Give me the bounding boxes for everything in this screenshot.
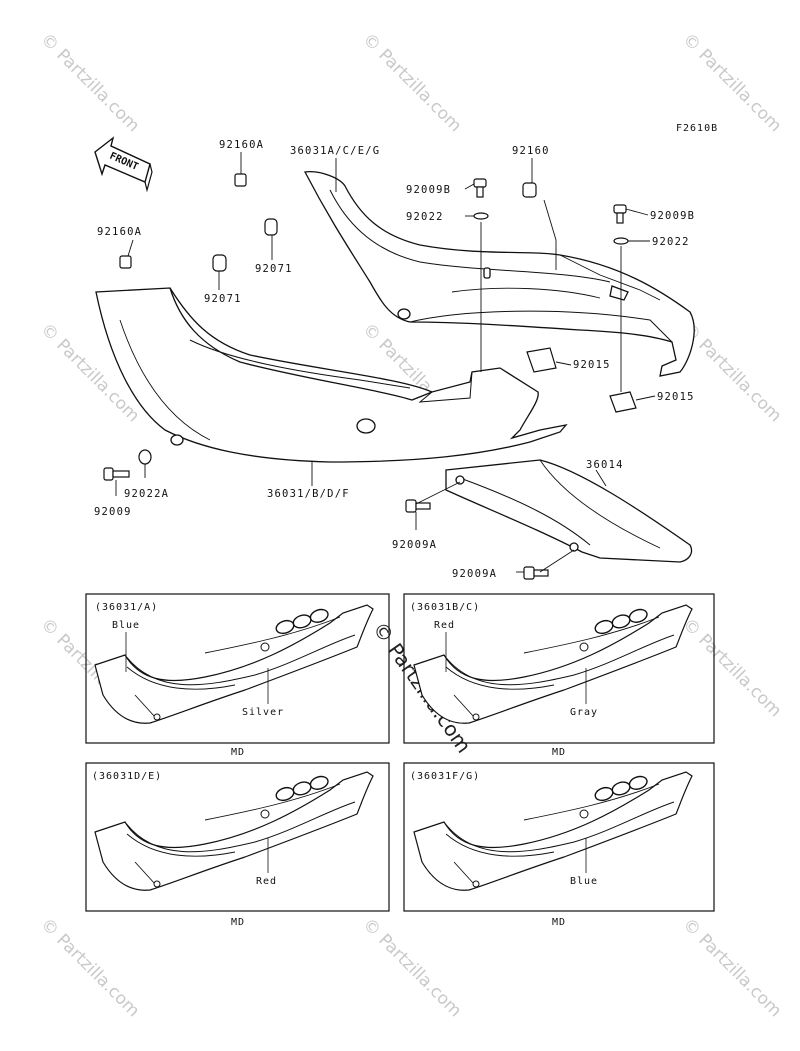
nut-92015-a bbox=[526, 347, 557, 373]
watermark: © Partzilla.com bbox=[678, 29, 785, 136]
watermark: © Partzilla.com bbox=[358, 29, 465, 136]
grommet-92071-a bbox=[264, 218, 278, 236]
label-36031ACEG: 36031A/C/E/G bbox=[290, 145, 380, 157]
side-cover-upper bbox=[303, 171, 695, 377]
label-36014: 36014 bbox=[586, 459, 624, 471]
color-label-body: Red bbox=[256, 876, 277, 887]
label-92160A-top: 92160A bbox=[219, 139, 264, 151]
color-label-top: Red bbox=[434, 620, 455, 631]
watermark: © Partzilla.com bbox=[358, 914, 465, 1021]
color-label-body: Gray bbox=[570, 707, 598, 718]
bolt-92009B-b bbox=[613, 204, 627, 224]
variant-note: MD bbox=[231, 747, 245, 758]
washer-92022-a bbox=[473, 212, 489, 220]
label-92015-b: 92015 bbox=[657, 391, 695, 403]
hardware bbox=[103, 173, 637, 580]
label-92022-a: 92022 bbox=[406, 211, 444, 223]
front-arrow: FRONT bbox=[94, 136, 153, 193]
part-labels: 92160A 36031A/C/E/G 92160 92009B 92022 9… bbox=[94, 139, 695, 580]
variant-cover-illustration bbox=[413, 604, 693, 724]
color-label-body: Silver bbox=[242, 707, 284, 718]
washer-92022-b bbox=[613, 237, 629, 245]
label-92022-b: 92022 bbox=[652, 236, 690, 248]
label-92071-b: 92071 bbox=[204, 293, 242, 305]
color-label-body: Blue bbox=[570, 876, 598, 887]
label-36031BDF: 36031/B/D/F bbox=[267, 488, 350, 500]
variant-panel-36031A: (36031/A) Blue Silver MD bbox=[85, 593, 390, 758]
label-92009: 92009 bbox=[94, 506, 132, 518]
variant-title: (36031F/G) bbox=[410, 771, 480, 782]
variant-cover-illustration bbox=[94, 771, 374, 891]
variant-note: MD bbox=[552, 917, 566, 928]
grommet-92071-b bbox=[212, 254, 227, 272]
label-92009A-a: 92009A bbox=[392, 539, 437, 551]
grommet-92160A-left bbox=[119, 255, 132, 269]
bolt-92009 bbox=[103, 467, 130, 481]
side-cover-lower bbox=[95, 287, 568, 463]
nut-92015-b bbox=[609, 391, 637, 413]
label-92009B-b: 92009B bbox=[650, 210, 695, 222]
label-92015-a: 92015 bbox=[573, 359, 611, 371]
leader-lines bbox=[115, 152, 656, 573]
grommet-92160 bbox=[522, 182, 537, 198]
label-92009A-b: 92009A bbox=[452, 568, 497, 580]
variant-title: (36031B/C) bbox=[410, 602, 480, 613]
washer-92022A bbox=[138, 449, 152, 465]
grommet-92160A-top bbox=[234, 173, 247, 187]
variant-cover-illustration bbox=[413, 771, 693, 891]
label-92160A-left: 92160A bbox=[97, 226, 142, 238]
diagram-code: F2610B bbox=[676, 123, 718, 134]
label-92022A: 92022A bbox=[124, 488, 169, 500]
watermark: © Partzilla.com bbox=[36, 914, 143, 1021]
variant-title: (36031D/E) bbox=[92, 771, 162, 782]
variant-note: MD bbox=[552, 747, 566, 758]
label-92160: 92160 bbox=[512, 145, 550, 157]
watermark: © Partzilla.com bbox=[36, 29, 143, 136]
variant-note: MD bbox=[231, 917, 245, 928]
bolt-92009A-a bbox=[405, 499, 431, 513]
bolt-92009B-a bbox=[473, 178, 487, 198]
variant-title: (36031/A) bbox=[95, 602, 158, 613]
variant-panel-36031FG: (36031F/G) Blue MD bbox=[403, 762, 715, 928]
variant-panel-36031DE: (36031D/E) Red MD bbox=[85, 762, 390, 928]
label-92009B-a: 92009B bbox=[406, 184, 451, 196]
color-label-top: Blue bbox=[112, 620, 140, 631]
watermark: © Partzilla.com bbox=[678, 914, 785, 1021]
watermark: © Partzilla.com bbox=[678, 614, 785, 721]
variant-panel-36031BC: (36031B/C) Red Gray MD bbox=[403, 593, 715, 758]
tail-cover bbox=[445, 459, 693, 563]
label-92071-a: 92071 bbox=[255, 263, 293, 275]
bolt-92009A-b bbox=[523, 566, 549, 580]
